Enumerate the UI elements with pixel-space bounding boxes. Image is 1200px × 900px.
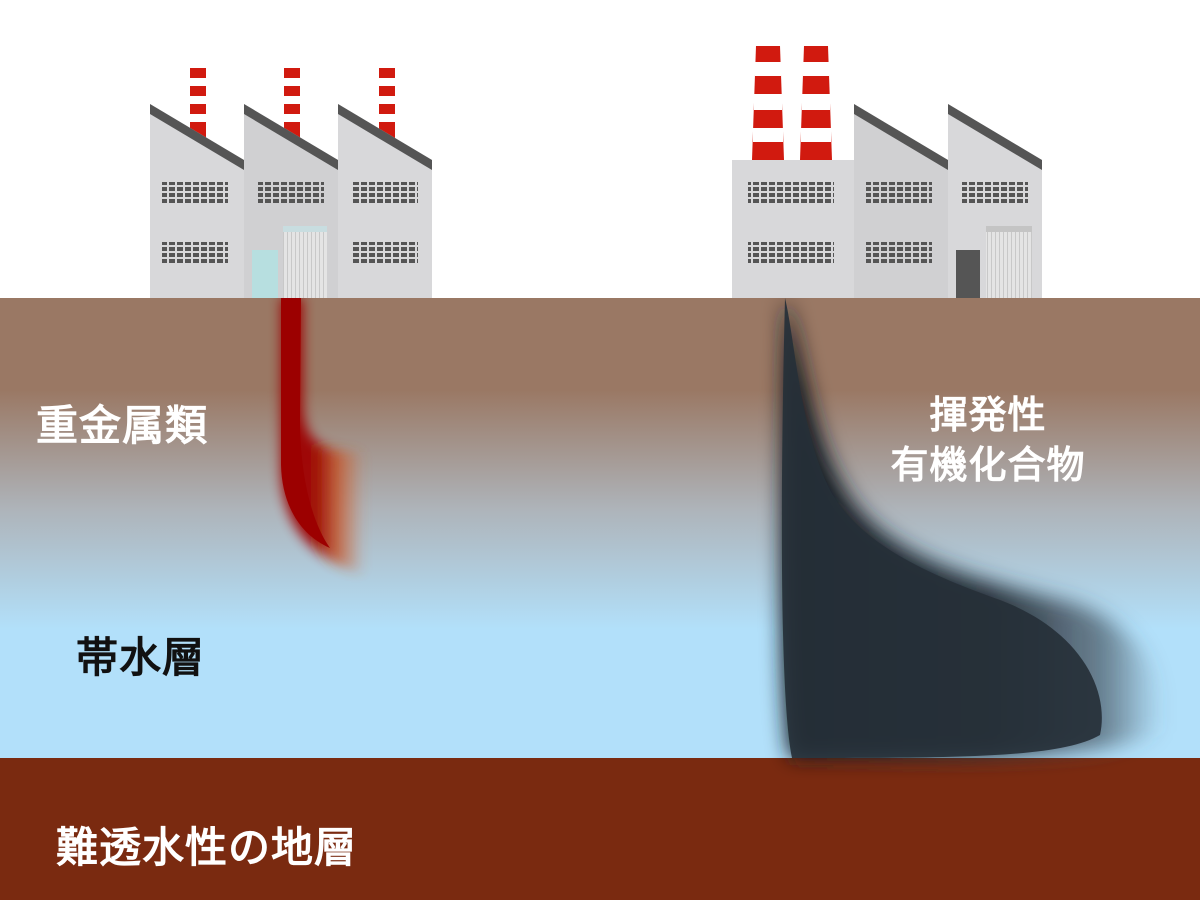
- door: [252, 250, 278, 298]
- shutter-door: [986, 226, 1032, 298]
- chimney-icon: [190, 68, 206, 138]
- heavy-metals-label: 重金属類: [36, 392, 208, 453]
- voc-label: 揮発性 有機化合物: [858, 390, 1118, 490]
- voc-label-line1: 揮発性: [858, 390, 1118, 440]
- chimney-icon: [752, 46, 784, 160]
- voc-label-line2: 有機化合物: [858, 440, 1118, 490]
- chimney-icon: [800, 46, 832, 160]
- shutter-door: [283, 226, 327, 298]
- left-factory-icon: [150, 68, 432, 298]
- chimney-icon: [379, 68, 395, 138]
- aquifer-label: 帯水層: [76, 624, 205, 685]
- impermeable-layer-label: 難透水性の地層: [56, 814, 357, 875]
- chimney-icon: [284, 68, 300, 138]
- door: [956, 250, 980, 298]
